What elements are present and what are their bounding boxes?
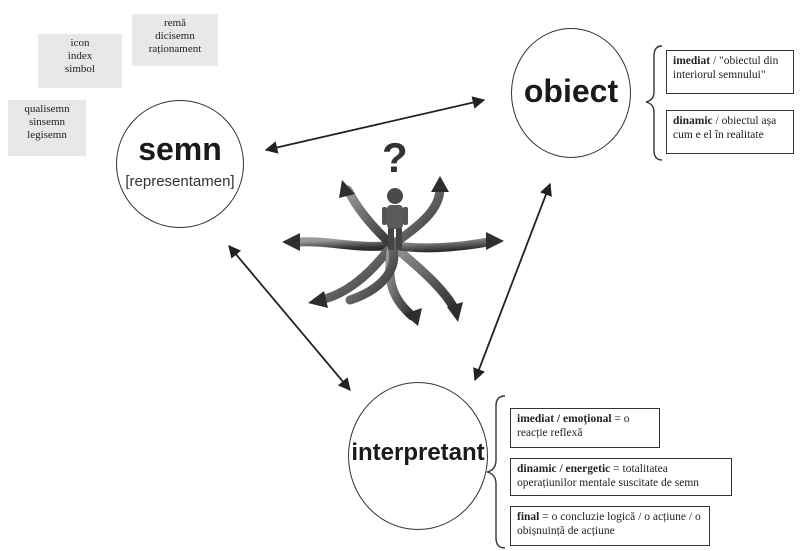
box-quali-line-3: legisemn bbox=[27, 129, 67, 141]
box-rema-line-1: remă bbox=[164, 17, 186, 29]
arrow-semn-interpretant bbox=[228, 245, 351, 391]
box-rema-line-3: raționament bbox=[148, 43, 202, 55]
obiect-note-dinamic-bold: dinamic bbox=[673, 115, 713, 127]
box-quali-line-1: qualisemn bbox=[24, 103, 70, 115]
interpretant-note-final-bold: final bbox=[517, 511, 540, 523]
node-semn-title: semn bbox=[138, 131, 222, 167]
arrow-semn-obiect bbox=[264, 96, 486, 154]
swirl-arrows-graphic bbox=[291, 183, 493, 321]
box-icon-line-1: icon bbox=[70, 37, 90, 49]
interpretant-note-final-text: = o concluzie logică / o acțiune / o obi… bbox=[517, 511, 701, 537]
node-semn: semn [representamen] bbox=[116, 100, 244, 228]
box-quali-group: qualisemn sinsemn legisemn bbox=[8, 100, 86, 156]
obiect-note-imediat: imediat / "obiectul din interiorul semnu… bbox=[666, 50, 794, 94]
question-mark: ? bbox=[382, 134, 408, 181]
obiect-note-imediat-bold: imediat bbox=[673, 55, 711, 67]
node-interpretant: interpretant bbox=[348, 382, 488, 530]
interpretant-note-dinamic-text: = totalitatea operațiunilor mentale susc… bbox=[517, 463, 700, 489]
box-icon-group: icon index simbol bbox=[38, 34, 122, 88]
node-obiect: obiect bbox=[511, 28, 631, 158]
box-icon-line-2: index bbox=[67, 50, 93, 62]
interpretant-note-dinamic-bold: dinamic / energetic bbox=[517, 463, 611, 475]
obiect-bracket bbox=[645, 45, 663, 161]
box-rema-group: remă dicisemn raționament bbox=[132, 14, 218, 66]
box-icon-line-3: simbol bbox=[65, 63, 95, 75]
arrow-obiect-interpretant bbox=[473, 182, 552, 382]
interpretant-note-imediat-text: = o reacție reflexă bbox=[517, 413, 630, 439]
swirl-arrowheads bbox=[282, 176, 504, 326]
box-quali-line-2: sinsemn bbox=[28, 116, 66, 128]
node-semn-subtitle: [representamen] bbox=[125, 173, 235, 190]
interpretant-bracket bbox=[486, 395, 506, 549]
obiect-note-imediat-text: / "obiectul din interiorul semnului" bbox=[673, 55, 779, 81]
interpretant-note-final: final = o concluzie logică / o acțiune /… bbox=[510, 506, 710, 546]
person-figure-icon bbox=[382, 188, 408, 250]
interpretant-note-dinamic: dinamic / energetic = totalitatea operaț… bbox=[510, 458, 732, 496]
obiect-note-dinamic: dinamic / obiectul așa cum e el în reali… bbox=[666, 110, 794, 154]
interpretant-note-imediat: imediat / emoțional = o reacție reflexă bbox=[510, 408, 660, 448]
node-obiect-title: obiect bbox=[523, 73, 619, 109]
node-interpretant-title: interpretant bbox=[351, 439, 485, 466]
box-rema-line-2: dicisemn bbox=[155, 30, 195, 42]
obiect-note-dinamic-text: / obiectul așa cum e el în realitate bbox=[673, 115, 777, 141]
interpretant-note-imediat-bold: imediat / emoțional bbox=[517, 413, 612, 425]
